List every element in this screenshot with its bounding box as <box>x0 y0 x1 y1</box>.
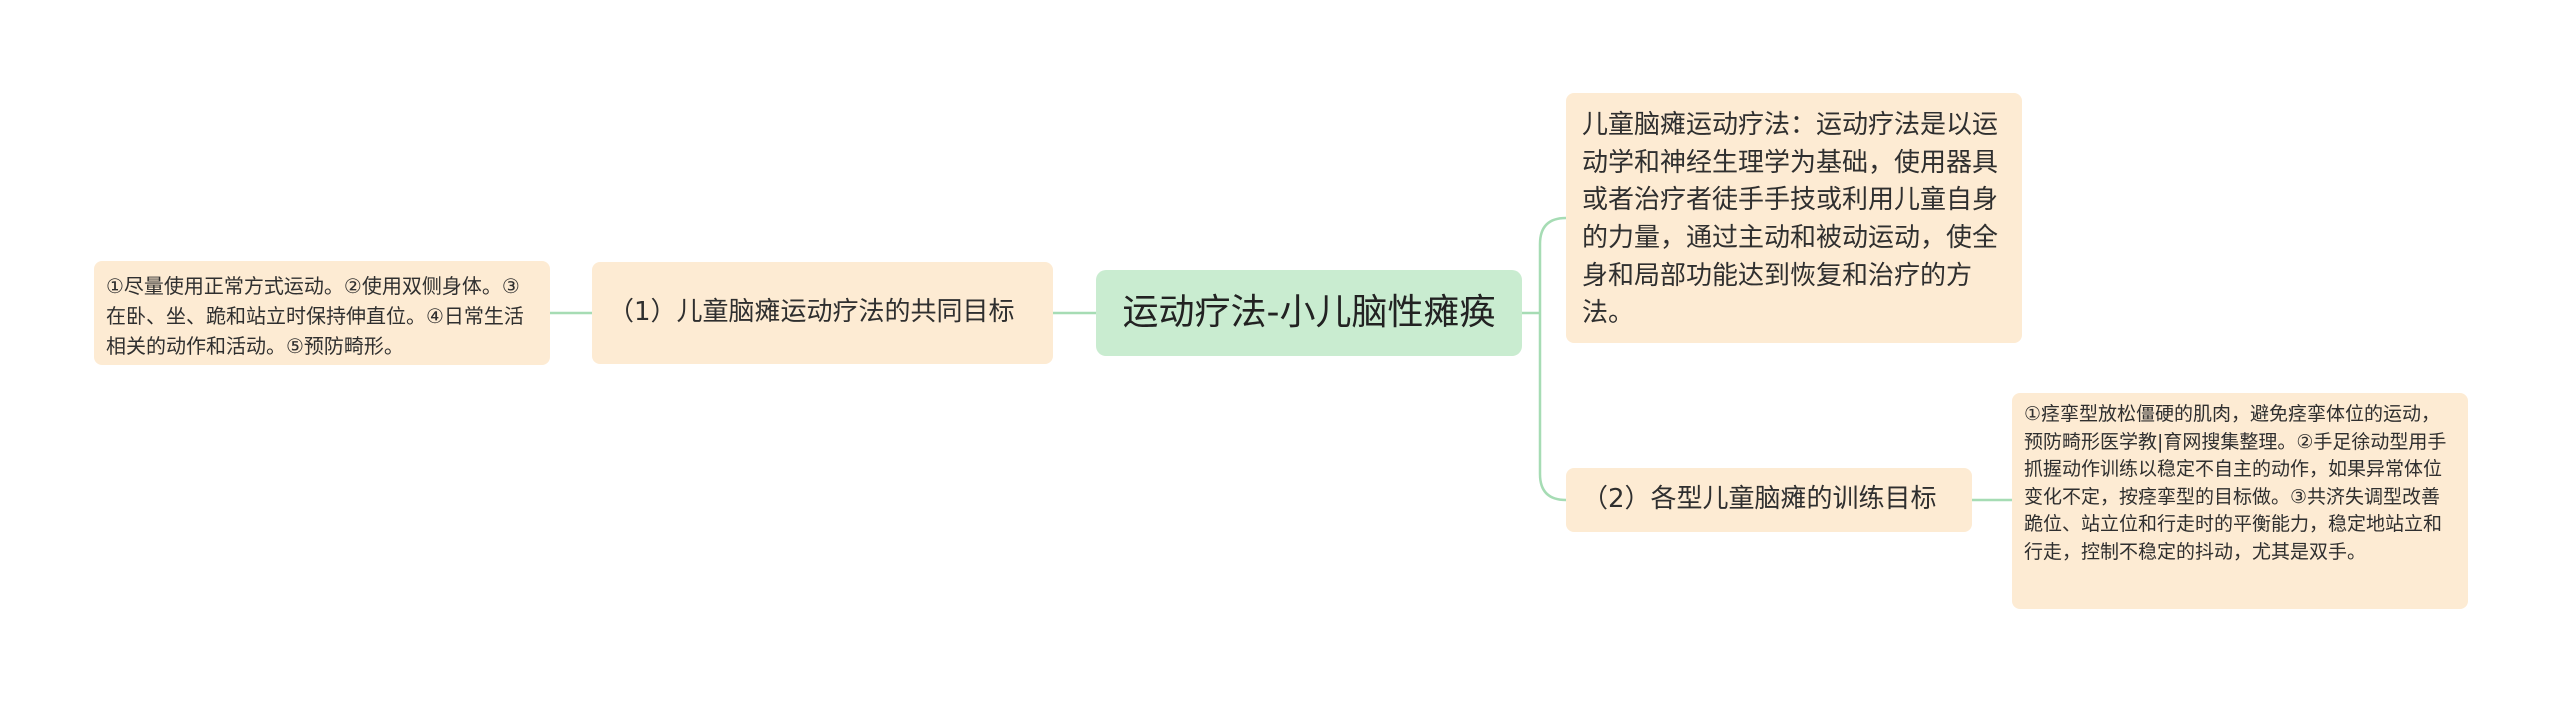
left-detail-text: ①尽量使用正常方式运动。②使用双侧身体。③在卧、坐、跪和站立时保持伸直位。④日常… <box>106 274 524 358</box>
right-detail-text: ①痉挛型放松僵硬的肌肉，避免痉挛体位的运动，预防畸形医学教|育网搜集整理。②手足… <box>2024 403 2447 563</box>
right-branch-label: （2）各型儿童脑瘫的训练目标 <box>1582 484 1937 515</box>
definition-node[interactable]: 儿童脑瘫运动疗法：运动疗法是以运动学和神经生理学为基础，使用器具或者治疗者徒手手… <box>1566 93 2022 343</box>
right-detail-node[interactable]: ①痉挛型放松僵硬的肌肉，避免痉挛体位的运动，预防畸形医学教|育网搜集整理。②手足… <box>2012 393 2468 609</box>
definition-text: 儿童脑瘫运动疗法：运动疗法是以运动学和神经生理学为基础，使用器具或者治疗者徒手手… <box>1582 110 1999 329</box>
root-node[interactable]: 运动疗法-小儿脑性瘫痪 <box>1096 270 1522 356</box>
left-detail-node[interactable]: ①尽量使用正常方式运动。②使用双侧身体。③在卧、坐、跪和站立时保持伸直位。④日常… <box>94 261 550 365</box>
left-branch-node[interactable]: （1）儿童脑瘫运动疗法的共同目标 <box>592 262 1053 364</box>
connector-root-to-right-branches <box>1522 216 1567 502</box>
root-node-label: 运动疗法-小儿脑性瘫痪 <box>1122 291 1496 333</box>
right-branch-node[interactable]: （2）各型儿童脑瘫的训练目标 <box>1566 468 1972 532</box>
left-branch-label: （1）儿童脑瘫运动疗法的共同目标 <box>608 297 1015 328</box>
